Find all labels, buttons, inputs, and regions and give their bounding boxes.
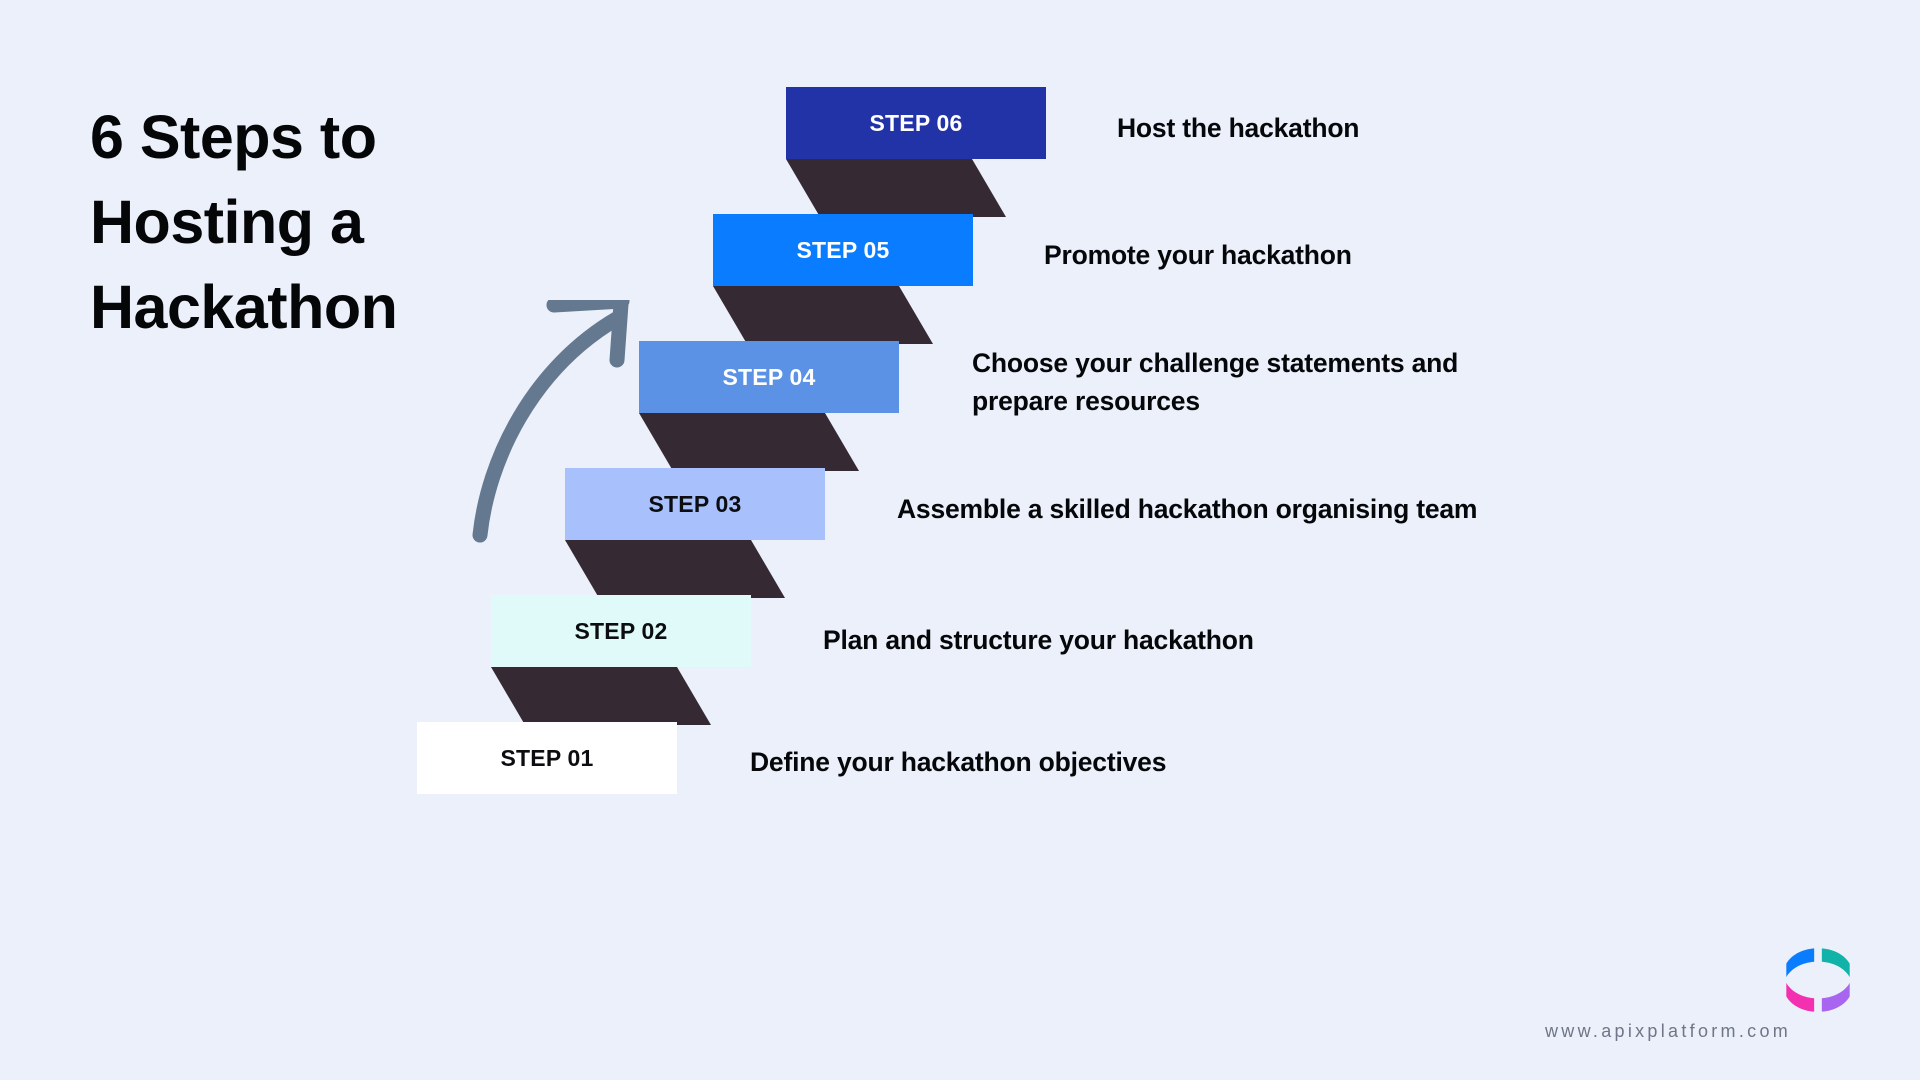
step-description-03: Assemble a skilled hackathon organising … bbox=[897, 494, 1478, 524]
step-description-06: Host the hackathon bbox=[1117, 113, 1360, 143]
step-description-01: Define your hackathon objectives bbox=[750, 747, 1167, 777]
step-block-04[interactable]: STEP 04 bbox=[639, 341, 899, 413]
page-title-line-3: Hackathon bbox=[90, 272, 398, 341]
step-block-03[interactable]: STEP 03 bbox=[565, 468, 825, 540]
page-title-line-2: Hosting a bbox=[90, 187, 364, 256]
step-riser-04 bbox=[639, 413, 859, 471]
step-block-05[interactable]: STEP 05 bbox=[713, 214, 973, 286]
brand-url: www.apixplatform.com bbox=[1545, 1021, 1792, 1041]
step-description-02: Plan and structure your hackathon bbox=[823, 625, 1254, 655]
page-title-line-1: 6 Steps to bbox=[90, 103, 377, 171]
step-description-05: Promote your hackathon bbox=[1044, 240, 1352, 270]
page-title: 6 Steps to Hosting a Hackathon bbox=[90, 95, 570, 349]
step-riser-03 bbox=[565, 540, 785, 598]
step-riser-02 bbox=[491, 667, 711, 725]
step-block-01[interactable]: STEP 01 bbox=[417, 722, 677, 794]
step-riser-05 bbox=[713, 286, 933, 344]
step-block-02[interactable]: STEP 02 bbox=[491, 595, 751, 667]
upward-curved-arrow-icon bbox=[472, 300, 630, 543]
step-riser-06 bbox=[786, 159, 1006, 217]
step-block-06[interactable]: STEP 06 bbox=[786, 87, 1046, 159]
step-description-04: Choose your challenge statements and pre… bbox=[972, 348, 1459, 416]
apix-platform-logo-icon bbox=[1786, 948, 1850, 1012]
